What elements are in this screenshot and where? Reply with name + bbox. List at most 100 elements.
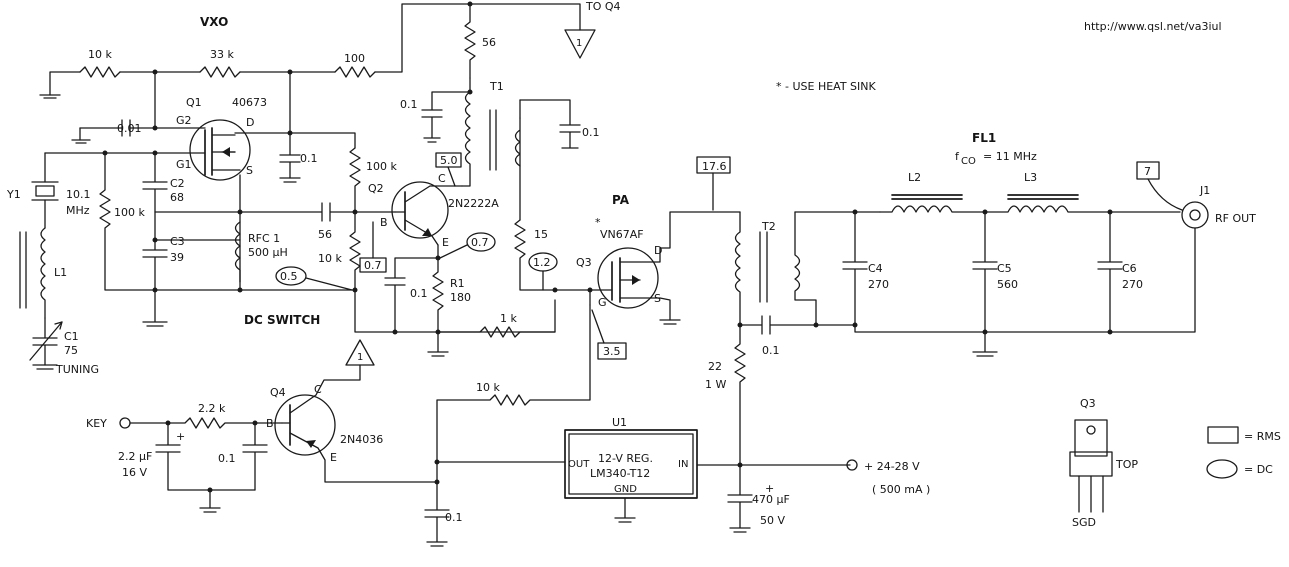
y1-freq: 10.1 — [66, 188, 91, 201]
t1-label: T1 — [489, 80, 504, 93]
dc-q3-gate: 1.2 — [533, 256, 551, 269]
c1-desc: TUNING — [55, 363, 99, 376]
c2-label: C2 — [170, 177, 185, 190]
connector-j1 — [1181, 201, 1209, 229]
c4-label: C4 — [868, 262, 883, 275]
c-56-label: 56 — [318, 228, 332, 241]
dc-switch-base: 0.5 — [280, 270, 298, 283]
r-100k-left-label: 100 k — [114, 206, 145, 219]
c-01-u1-label: 0.1 — [445, 511, 463, 524]
fco-label: f — [955, 150, 960, 163]
q2-b-label: B — [380, 216, 388, 229]
c-2u2-voltage: 16 V — [122, 466, 147, 479]
q3-g-label: G — [598, 296, 607, 309]
q4-e-label: E — [330, 451, 337, 464]
arrow-q3-gate-rms — [591, 309, 605, 344]
legend-dc: = DC — [1244, 463, 1273, 476]
pinout-pins: SGD — [1072, 516, 1096, 529]
crystal-y1 — [31, 152, 59, 229]
c-01-q2-label: 0.1 — [410, 287, 428, 300]
inductor-rfc1 — [234, 221, 241, 283]
dc-switch-label: DC SWITCH — [244, 313, 320, 327]
source-url: http://www.qsl.net/va3iul — [1084, 20, 1222, 33]
transformer-t1 — [421, 77, 581, 221]
c-01-t1r-label: 0.1 — [582, 126, 600, 139]
r-1k-label: 1 k — [500, 312, 517, 325]
q3-transistor — [589, 211, 741, 325]
q2-e-label: E — [442, 236, 449, 249]
capacitor-c2-c3 — [142, 152, 241, 327]
q1-part: 40673 — [232, 96, 267, 109]
supply-label: + 24-28 V — [864, 460, 920, 473]
c-01-t2-label: 0.1 — [762, 344, 780, 357]
u1-out-label: OUT — [568, 459, 590, 470]
c3-label: C3 — [170, 235, 185, 248]
fco-subscript: CO — [961, 156, 976, 167]
q1-s-label: S — [246, 164, 253, 177]
q1-transistor — [189, 119, 251, 181]
r-100-label: 100 — [344, 52, 365, 65]
arrow-q2-collector — [447, 166, 456, 187]
legend-rms: = RMS — [1244, 430, 1281, 443]
c5-label: C5 — [997, 262, 1012, 275]
c2-value: 68 — [170, 191, 184, 204]
q1-g1-label: G1 — [176, 158, 192, 171]
rfc1-value: 500 µH — [248, 246, 288, 259]
r1-label: R1 — [450, 277, 465, 290]
q2-emitter-network — [384, 244, 444, 333]
u1-in-label: IN — [678, 459, 688, 470]
u1-label: U1 — [612, 416, 627, 429]
c4-value: 270 — [868, 278, 889, 291]
c-470-voltage: 50 V — [760, 514, 785, 527]
c-2u2-label: 2.2 µF — [118, 450, 152, 463]
dc-oval-switch — [275, 266, 307, 286]
q3-label: Q3 — [576, 256, 592, 269]
u1-regulator — [564, 429, 698, 499]
pinout-title: Q3 — [1080, 397, 1096, 410]
rfc1-label: RFC 1 — [248, 232, 280, 245]
inductor-l1 — [19, 227, 46, 319]
l1-label: L1 — [54, 266, 67, 279]
rms-q2-collector: 5.0 — [440, 154, 458, 167]
rf-out-label: RF OUT — [1215, 212, 1256, 225]
u1-line1: 12-V REG. — [598, 452, 653, 465]
q4-transistor — [274, 364, 438, 483]
c-470-label: 470 µF — [752, 493, 790, 506]
q4-label: Q4 — [270, 386, 286, 399]
to-q4-label: TO Q4 — [585, 0, 621, 13]
c-01-t1l-label: 0.1 — [400, 98, 418, 111]
arrow-rf-out — [1147, 178, 1183, 211]
r-10k-u1-label: 10 k — [476, 381, 500, 394]
r-2k2-label: 2.2 k — [198, 402, 226, 415]
r-56 — [464, 3, 476, 79]
filter-fl1 — [815, 194, 1196, 357]
legend-dc-oval — [1206, 459, 1238, 479]
r-22 — [734, 324, 746, 468]
rms-box-q3-gate — [597, 342, 627, 360]
q1-label: Q1 — [186, 96, 202, 109]
t2-label: T2 — [761, 220, 776, 233]
r-100k-left — [99, 152, 356, 291]
q4-b-label: B — [266, 417, 274, 430]
q4-collector-flag-number: 1 — [357, 352, 363, 363]
l3-label: L3 — [1024, 171, 1037, 184]
c-001-label: 0.01 — [117, 122, 142, 135]
fl1-label: FL1 — [972, 131, 996, 145]
c-01-vxo-label: 0.1 — [300, 152, 318, 165]
q3-part: VN67AF — [600, 228, 644, 241]
r-33k-label: 33 k — [210, 48, 234, 61]
legend-rms-box — [1207, 426, 1239, 444]
arrow-q2-emitter — [439, 244, 468, 259]
c5-value: 560 — [997, 278, 1018, 291]
q2-c-label: C — [438, 172, 446, 185]
u1-line2: LM340-T12 — [590, 467, 650, 480]
arrow-switch — [305, 277, 353, 291]
q3-d-label: D — [654, 244, 662, 257]
q3-s-label: S — [654, 292, 661, 305]
vxo-label: VXO — [200, 15, 228, 29]
pa-label: PA — [612, 193, 630, 207]
r-22-label: 22 — [708, 360, 722, 373]
rms-q2-base: 0.7 — [364, 259, 382, 272]
c-2u2-plus: + — [176, 430, 185, 443]
q2-transistor — [391, 181, 463, 246]
